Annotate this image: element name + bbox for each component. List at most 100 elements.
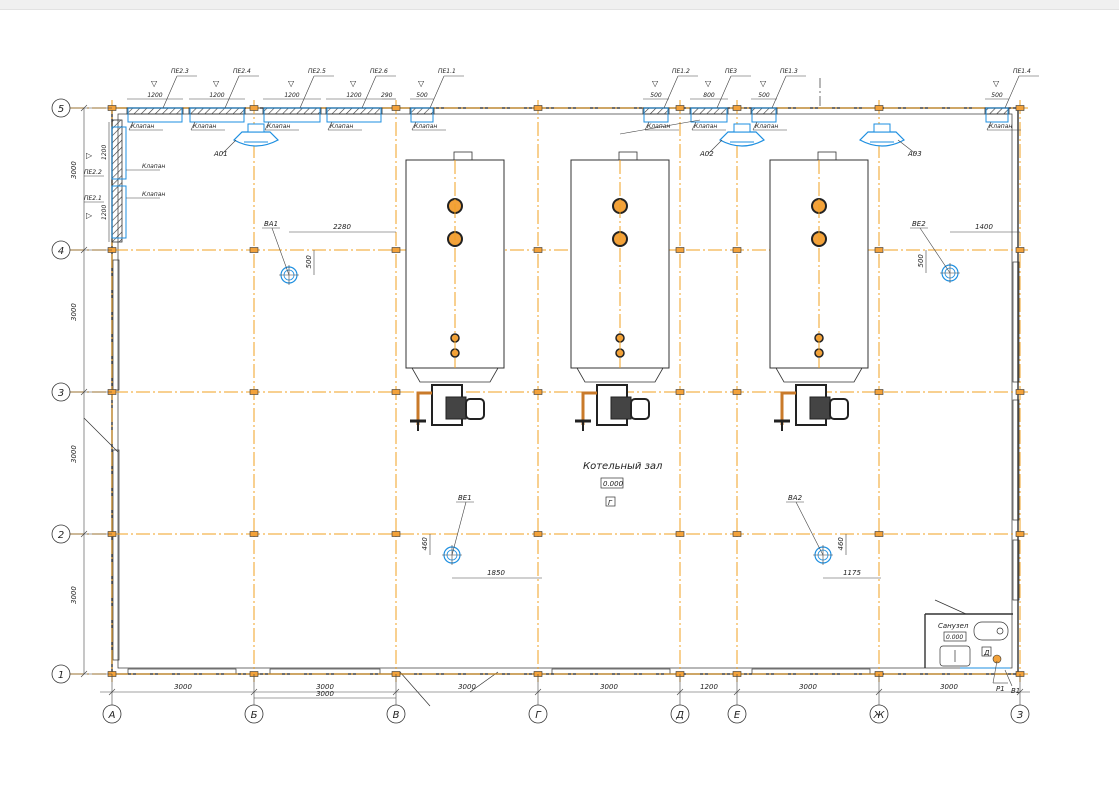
duct-5 xyxy=(642,107,670,115)
vent-3-dim-1: 1850 xyxy=(487,569,505,577)
corner-tag-2: В1 xyxy=(1011,687,1020,695)
vent-point-3: ВЕ1 xyxy=(442,494,474,565)
unit-housing xyxy=(859,131,905,147)
axis-bubble-6 xyxy=(869,704,889,724)
grid-node xyxy=(249,247,259,253)
axis-bubble-row-2 xyxy=(51,382,71,402)
grid-node xyxy=(675,531,685,537)
bottom-dim-extra: 3000 xyxy=(316,690,334,698)
left-valve-upper xyxy=(111,126,127,180)
vent-point-4: ВА2 xyxy=(786,494,833,565)
valve-1 xyxy=(189,107,245,123)
axis-bubble-4 xyxy=(670,704,690,724)
dim-tick xyxy=(676,688,684,696)
dim-tick xyxy=(80,246,88,254)
grid-node xyxy=(391,531,401,537)
dim-tick xyxy=(80,104,88,112)
vent-leader xyxy=(919,227,951,274)
duct-leader xyxy=(299,75,315,109)
grid-node xyxy=(874,247,884,253)
grid-node xyxy=(732,389,742,395)
dim-tick xyxy=(80,670,88,678)
room-main-level: 0.000 xyxy=(603,480,624,488)
gas-pipe xyxy=(581,391,597,425)
duct-tag-0: ПЕ2.3 xyxy=(171,68,189,75)
grid-node xyxy=(874,105,884,111)
axis-bubble-7 xyxy=(1010,704,1030,724)
room-main-name: Котельный зал xyxy=(583,461,663,472)
valve-leader xyxy=(691,121,697,131)
grid-node xyxy=(675,105,685,111)
unit-leader-extra xyxy=(619,119,701,135)
vent-leader xyxy=(795,501,824,556)
burner-fan xyxy=(829,398,849,420)
left-dim-3: 3000 xyxy=(70,161,78,179)
unit-1: А01 xyxy=(213,123,279,158)
level-mark-5: ▽ xyxy=(652,79,659,88)
duct-dim-290: 290 xyxy=(381,92,393,99)
axis-label-2: В xyxy=(393,710,400,721)
valve-label-6: Клапан xyxy=(694,123,717,130)
unit-leader xyxy=(707,139,723,155)
boiler-base xyxy=(576,367,664,383)
valve-leader xyxy=(190,121,196,131)
axis-label-3: Г xyxy=(535,710,542,721)
vent-point-2: ВЕ2 xyxy=(910,220,960,283)
axis-row-label-2: 3 xyxy=(58,388,64,399)
duct-leader xyxy=(771,75,787,109)
level-mark-1: ▽ xyxy=(213,79,220,88)
top-vent-ducts: 1200ПЕ2.3▽Клапан1200ПЕ2.4▽Клапан1200ПЕ2.… xyxy=(126,68,1039,131)
duct-leader xyxy=(1004,75,1020,109)
dim-tick xyxy=(875,688,883,696)
duct-dim-4: 500 xyxy=(416,92,428,99)
axis-bubble-row-0 xyxy=(51,664,71,684)
vent-1-dim-2: 500 xyxy=(305,255,313,269)
burner-fan xyxy=(465,398,485,420)
axis-label-0: А xyxy=(108,710,116,721)
unit-housing xyxy=(719,131,765,147)
room-main-label: Котельный зал 0.000 Г xyxy=(583,461,663,507)
grid-node xyxy=(732,247,742,253)
unit-neck xyxy=(247,123,265,133)
unit-leader xyxy=(897,139,917,155)
gas-pipe xyxy=(416,391,432,425)
vent-4-dim-2: 460 xyxy=(837,537,845,551)
valve-5 xyxy=(643,107,669,123)
side-dim-1: 1200 xyxy=(101,145,108,160)
duct-tag-7: ПЕ1.3 xyxy=(780,68,798,75)
duct-tag-6: ПЕ3 xyxy=(725,68,737,75)
axis-row-label-1: 2 xyxy=(58,530,64,541)
grid-node xyxy=(1015,531,1025,537)
axis-bubble-5 xyxy=(727,704,747,724)
axis-bubble-1 xyxy=(244,704,264,724)
dim-tick xyxy=(250,688,258,696)
grid-node xyxy=(1015,247,1025,253)
room-main-code: Г xyxy=(608,499,613,507)
duct-4 xyxy=(409,107,435,115)
axis-row-label-0: 1 xyxy=(58,670,64,681)
duct-tag-5: ПЕ1.2 xyxy=(672,68,690,75)
dim-tick xyxy=(1016,688,1024,696)
gas-pipe xyxy=(780,391,796,425)
duct-dim-0: 1200 xyxy=(147,92,162,99)
unit-neck xyxy=(733,123,751,133)
grid-node xyxy=(1015,105,1025,111)
valve-leader xyxy=(644,121,650,131)
level-mark-7: ▽ xyxy=(760,79,767,88)
left-vent-duct xyxy=(111,119,123,243)
vent-tag-2: ВЕ2 xyxy=(912,220,926,228)
axis-label-1: Б xyxy=(251,710,258,721)
level-mark-8: ▽ xyxy=(993,79,1000,88)
unit-tag-3: А03 xyxy=(907,150,922,158)
grid-node xyxy=(675,247,685,253)
side-duct-labels: ▷ ▷ ПЕ2.2 ПЕ2.1 1200 1200 Клапан Клапан xyxy=(84,122,165,242)
grid-node xyxy=(533,247,543,253)
duct-tag-3: ПЕ2.6 xyxy=(370,68,388,75)
room-wc-label: Санузел 0.000 Д xyxy=(938,622,992,657)
level-mark-0: ▽ xyxy=(151,79,158,88)
dim-tick xyxy=(534,688,542,696)
valve-label-8: Клапан xyxy=(989,123,1012,130)
axis-bubble-0 xyxy=(102,704,122,724)
